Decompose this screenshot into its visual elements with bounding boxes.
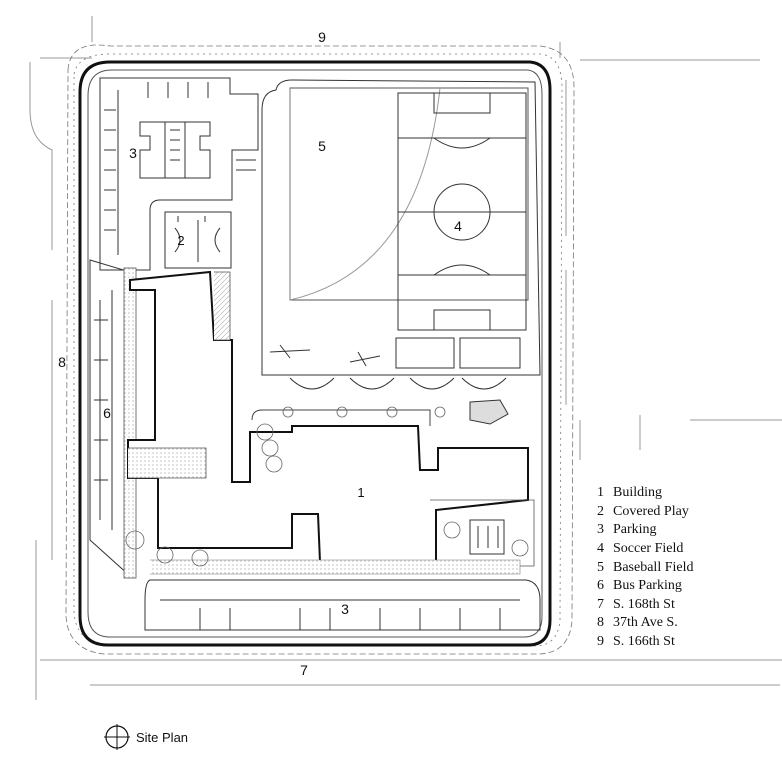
legend-item-label: Bus Parking <box>613 578 682 594</box>
legend-item-label: S. 168th St <box>613 596 675 612</box>
legend-item-number: 3 <box>597 522 604 538</box>
play-courts <box>269 337 521 425</box>
label-baseball-field: 5 <box>318 138 326 154</box>
north-parking-lot <box>99 77 259 271</box>
label-bus-parking: 6 <box>103 405 111 421</box>
label-building: 1 <box>357 485 364 500</box>
legend-item-number: 8 <box>597 615 604 631</box>
ball-fields <box>261 79 541 376</box>
legend-item: 4 Soccer Field <box>597 540 777 559</box>
label-covered-play: 2 <box>177 233 184 248</box>
label-street-8: 8 <box>58 354 66 370</box>
label-north-parking: 3 <box>129 145 137 161</box>
legend-item: 7 S. 168th St <box>597 596 777 615</box>
legend-item-number: 2 <box>597 503 604 519</box>
label-street-7: 7 <box>300 662 308 678</box>
site-boundary <box>78 60 552 647</box>
legend-item: 1 Building <box>597 484 777 503</box>
label-south-parking: 3 <box>341 601 349 617</box>
legend-item-label: Soccer Field <box>613 541 684 557</box>
legend-item-number: 7 <box>597 596 604 612</box>
legend-item: 2 Covered Play <box>597 503 777 522</box>
soccer-field <box>397 92 527 331</box>
label-street-9: 9 <box>318 29 326 45</box>
legend-item-number: 6 <box>597 578 604 594</box>
caption-text: Site Plan <box>136 729 189 745</box>
site-trees <box>125 406 529 567</box>
legend-item-label: S. 166th St <box>613 634 675 650</box>
legend-item: 3 Parking <box>597 521 777 540</box>
label-soccer-field: 4 <box>454 218 462 234</box>
legend-item-number: 1 <box>597 485 604 501</box>
north-arrow-icon <box>104 724 130 750</box>
legend-item-number: 5 <box>597 559 604 575</box>
legend: 1 Building 2 Covered Play 3 Parking 4 Soccer Fi… <box>597 484 777 651</box>
legend-item-number: 4 <box>597 541 604 557</box>
building-footprint <box>127 270 529 563</box>
covered-play <box>164 211 232 269</box>
legend-item-label: 37th Ave S. <box>613 615 678 631</box>
street-edges <box>29 16 782 700</box>
legend-item-label: Baseball Field <box>613 559 694 575</box>
legend-item: 9 S. 166th St <box>597 633 777 652</box>
legend-item: 6 Bus Parking <box>597 577 777 596</box>
south-parking-lot <box>144 579 541 631</box>
legend-item: 5 Baseball Field <box>597 558 777 577</box>
tree-canopy <box>65 44 575 655</box>
plan-caption: Site Plan <box>104 724 188 750</box>
legend-item: 8 37th Ave S. <box>597 614 777 633</box>
legend-item-label: Covered Play <box>613 503 689 519</box>
legend-item-label: Parking <box>613 522 657 538</box>
legend-item-number: 9 <box>597 634 604 650</box>
legend-item-label: Building <box>613 485 663 501</box>
